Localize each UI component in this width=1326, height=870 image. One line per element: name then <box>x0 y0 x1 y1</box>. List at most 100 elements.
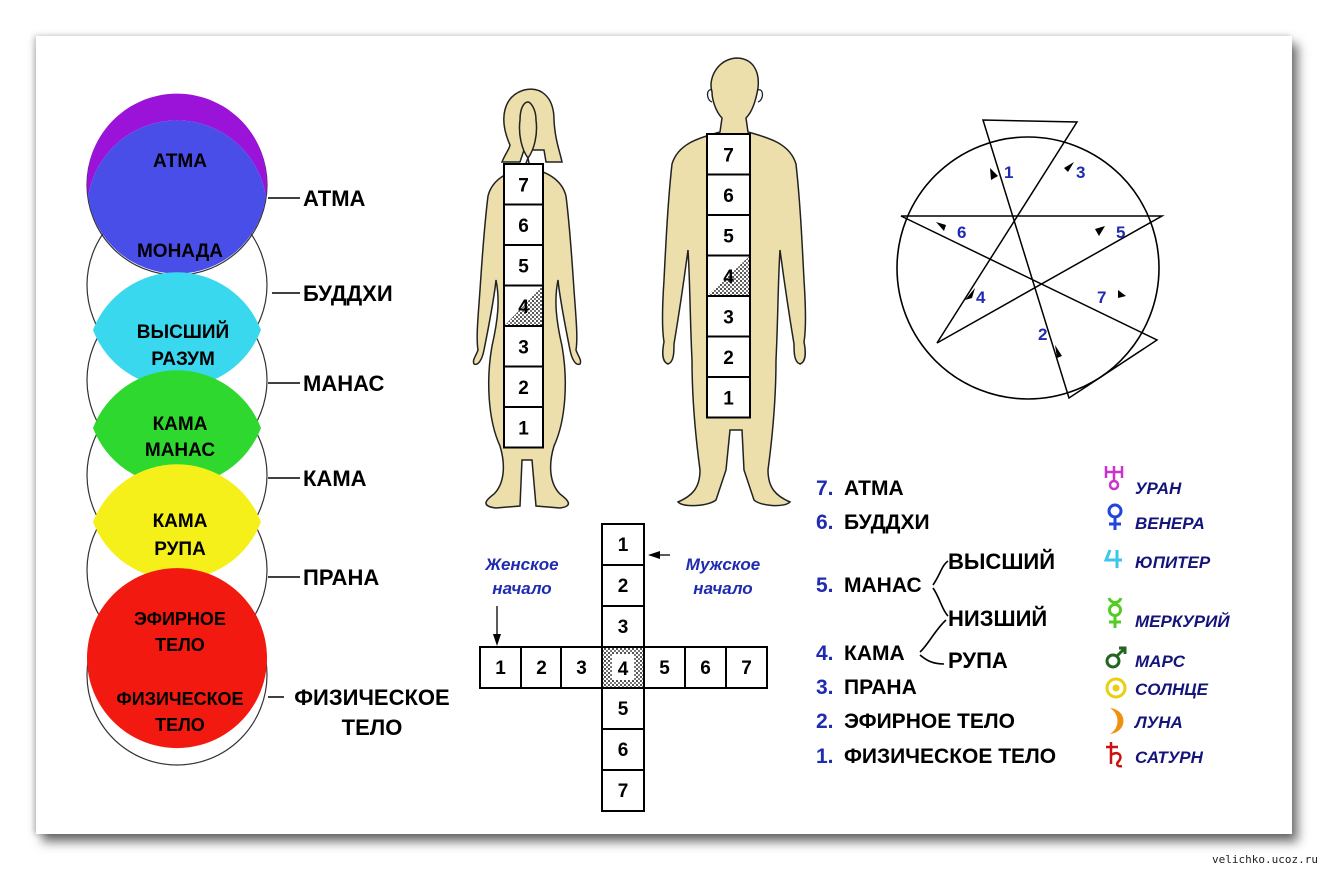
cross-vertical-cell <box>601 728 645 771</box>
circle-label-kama-rupa-1: КАМА <box>153 511 208 532</box>
kama-branch-lines <box>919 619 947 665</box>
atma-region <box>87 93 267 197</box>
sun-icon <box>1105 677 1127 699</box>
cross-vertical-number: 6 <box>618 740 629 761</box>
circle-label-etheric-2: ТЕЛО <box>155 635 205 655</box>
side-label-manas: МАНАС <box>303 371 384 396</box>
male-box-3 <box>706 295 751 338</box>
principle-7-num: 7. <box>816 477 834 500</box>
cross-center-cell <box>601 646 645 689</box>
star-number-1: 1 <box>1004 163 1013 182</box>
cross-horizontal-number: 7 <box>741 658 752 679</box>
principle-2-num: 2. <box>816 710 834 733</box>
heptagram-diagram: 1 3 6 5 4 7 2 <box>896 119 1165 400</box>
planet-label-uranus: УРАН <box>1135 479 1182 498</box>
female-box-1 <box>503 406 544 449</box>
planet-label-jupiter: ЮПИТЕР <box>1135 553 1211 572</box>
male-box-number: 7 <box>723 145 734 166</box>
female-principle-label-1: Женское <box>484 555 558 574</box>
male-box-shading <box>708 256 749 295</box>
female-box-number: 4 <box>518 297 529 318</box>
male-box-6 <box>706 173 751 216</box>
male-box-number: 6 <box>723 186 734 207</box>
cross-horizontal-number: 1 <box>495 658 506 679</box>
planet-label-moon: ЛУНА <box>1133 713 1183 732</box>
heptagram-circle <box>896 136 1160 400</box>
kama-rupa-label: РУПА <box>948 648 1008 673</box>
female-box-number: 7 <box>518 175 529 196</box>
watermark: velichko.ucoz.ru <box>1212 853 1318 866</box>
principles-legend: 7. АТМА 6. БУДДХИ 5. МАНАС 4. КАМА 3. ПР… <box>816 477 1056 768</box>
cross-horizontal-number: 5 <box>659 658 670 679</box>
principle-2-name: ЭФИРНОЕ ТЕЛО <box>844 710 1015 733</box>
cross-vertical-cell <box>601 564 645 607</box>
star-number-6: 6 <box>957 223 966 242</box>
principle-5-name: МАНАС <box>844 574 922 597</box>
cross-horizontal-number: 6 <box>700 658 711 679</box>
female-box-number: 1 <box>518 418 529 439</box>
principle-5-num: 5. <box>816 574 834 597</box>
male-ear-left <box>706 89 713 103</box>
star-number-4: 4 <box>976 288 986 307</box>
cross-vertical-number: 7 <box>618 781 629 802</box>
male-box-1 <box>706 376 751 419</box>
cross-vertical-cell <box>601 769 645 812</box>
cross-horizontal-cell <box>684 646 727 689</box>
circle-label-higher-mind-2: РАЗУМ <box>151 349 215 370</box>
cross-vertical-number: 2 <box>618 576 629 597</box>
manas-lower-label: НИЗШИЙ <box>948 606 1047 631</box>
principle-4-name: КАМА <box>844 642 905 665</box>
cross-horizontal-cell <box>479 646 522 689</box>
male-principle-label-1: Мужское <box>686 555 760 574</box>
principle-6-num: 6. <box>816 511 834 534</box>
saturn-icon <box>1106 742 1123 768</box>
circle-label-higher-mind-1: ВЫСШИЙ <box>137 321 229 343</box>
principle-6-name: БУДДХИ <box>844 511 930 534</box>
planets-legend: УРАН ВЕНЕРА ЮПИТЕР МЕРКУРИЙ МАРС СОЛНЦЕ … <box>1103 466 1230 768</box>
circle-label-kama-manas-2: МАНАС <box>145 440 216 461</box>
male-arrow <box>648 551 670 559</box>
cross-vertical-number: 1 <box>618 535 629 556</box>
cross-horizontal-number: 2 <box>536 658 547 679</box>
male-box-number: 3 <box>723 307 734 328</box>
planet-label-sun: СОЛНЦЕ <box>1135 680 1209 699</box>
venus-icon <box>1107 503 1123 530</box>
female-box-shading <box>505 286 542 325</box>
male-box-7 <box>706 133 751 176</box>
monada-region <box>88 120 266 274</box>
side-label-atma: АТМА <box>303 186 366 211</box>
planet-label-mercury: МЕРКУРИЙ <box>1135 611 1230 631</box>
spheres-diagram: АТМА МОНАДА ВЫСШИЙ РАЗУМ КАМА МАНАС КАМА… <box>86 93 450 766</box>
male-ear-right <box>757 89 764 103</box>
female-box-number: 6 <box>518 216 529 237</box>
physical-region <box>86 568 267 749</box>
higher-mind-region <box>93 272 261 388</box>
male-box-number: 5 <box>723 226 734 247</box>
star-number-5: 5 <box>1116 223 1125 242</box>
female-box-number: 3 <box>518 337 529 358</box>
manas-higher-label: ВЫСШИЙ <box>948 549 1055 574</box>
moon-icon <box>1110 708 1124 734</box>
mercury-icon <box>1107 597 1123 628</box>
star-number-3: 3 <box>1076 163 1085 182</box>
principle-1-name: ФИЗИЧЕСКОЕ ТЕЛО <box>844 745 1056 768</box>
cross-vertical-cell <box>601 523 645 566</box>
cross-center-label-bg <box>612 654 634 680</box>
circle-label-physical-1: ФИЗИЧЕСКОЕ <box>116 689 243 709</box>
cross-vertical-number: 5 <box>618 699 629 720</box>
side-label-connectors <box>268 197 300 698</box>
side-label-kama: КАМА <box>303 466 367 491</box>
heptagram-arrows <box>936 162 1126 358</box>
male-box-number: 2 <box>723 348 734 369</box>
heptagram-star <box>900 119 1165 400</box>
female-box-6 <box>503 203 544 246</box>
uranus-icon <box>1104 466 1124 491</box>
cross-center-number: 4 <box>618 659 629 680</box>
female-box-number: 5 <box>518 256 529 277</box>
side-label-physical-2: ТЕЛО <box>342 715 403 740</box>
